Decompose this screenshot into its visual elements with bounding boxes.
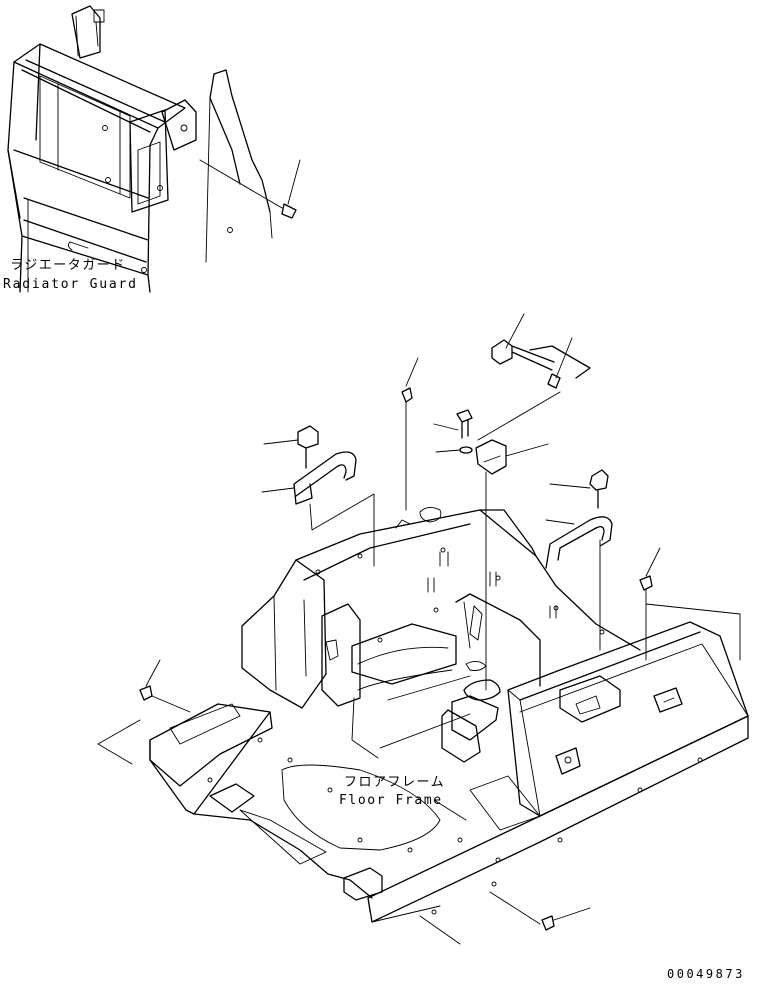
bolt-left bbox=[97, 659, 191, 765]
floor-frame bbox=[149, 507, 749, 923]
drawing-number: 00049873 bbox=[667, 967, 745, 981]
bolt-bottom bbox=[419, 891, 591, 945]
floor-frame-leader bbox=[433, 799, 467, 821]
latch-bracket bbox=[433, 409, 549, 691]
handrail-right bbox=[545, 469, 613, 651]
handrail-left bbox=[261, 425, 375, 567]
radiator-guard bbox=[7, 5, 301, 293]
bolt-leader-top bbox=[401, 357, 419, 511]
bolt-right bbox=[639, 547, 741, 661]
radiator-guard-label-jp: ラジエータガード bbox=[10, 258, 126, 273]
floor-frame-label-jp: フロアフレーム bbox=[344, 775, 446, 790]
floor-frame-label-en: Floor Frame bbox=[339, 793, 443, 808]
radiator-guard-label-en: Radiator Guard bbox=[3, 277, 138, 292]
pin-assembly bbox=[477, 313, 591, 441]
